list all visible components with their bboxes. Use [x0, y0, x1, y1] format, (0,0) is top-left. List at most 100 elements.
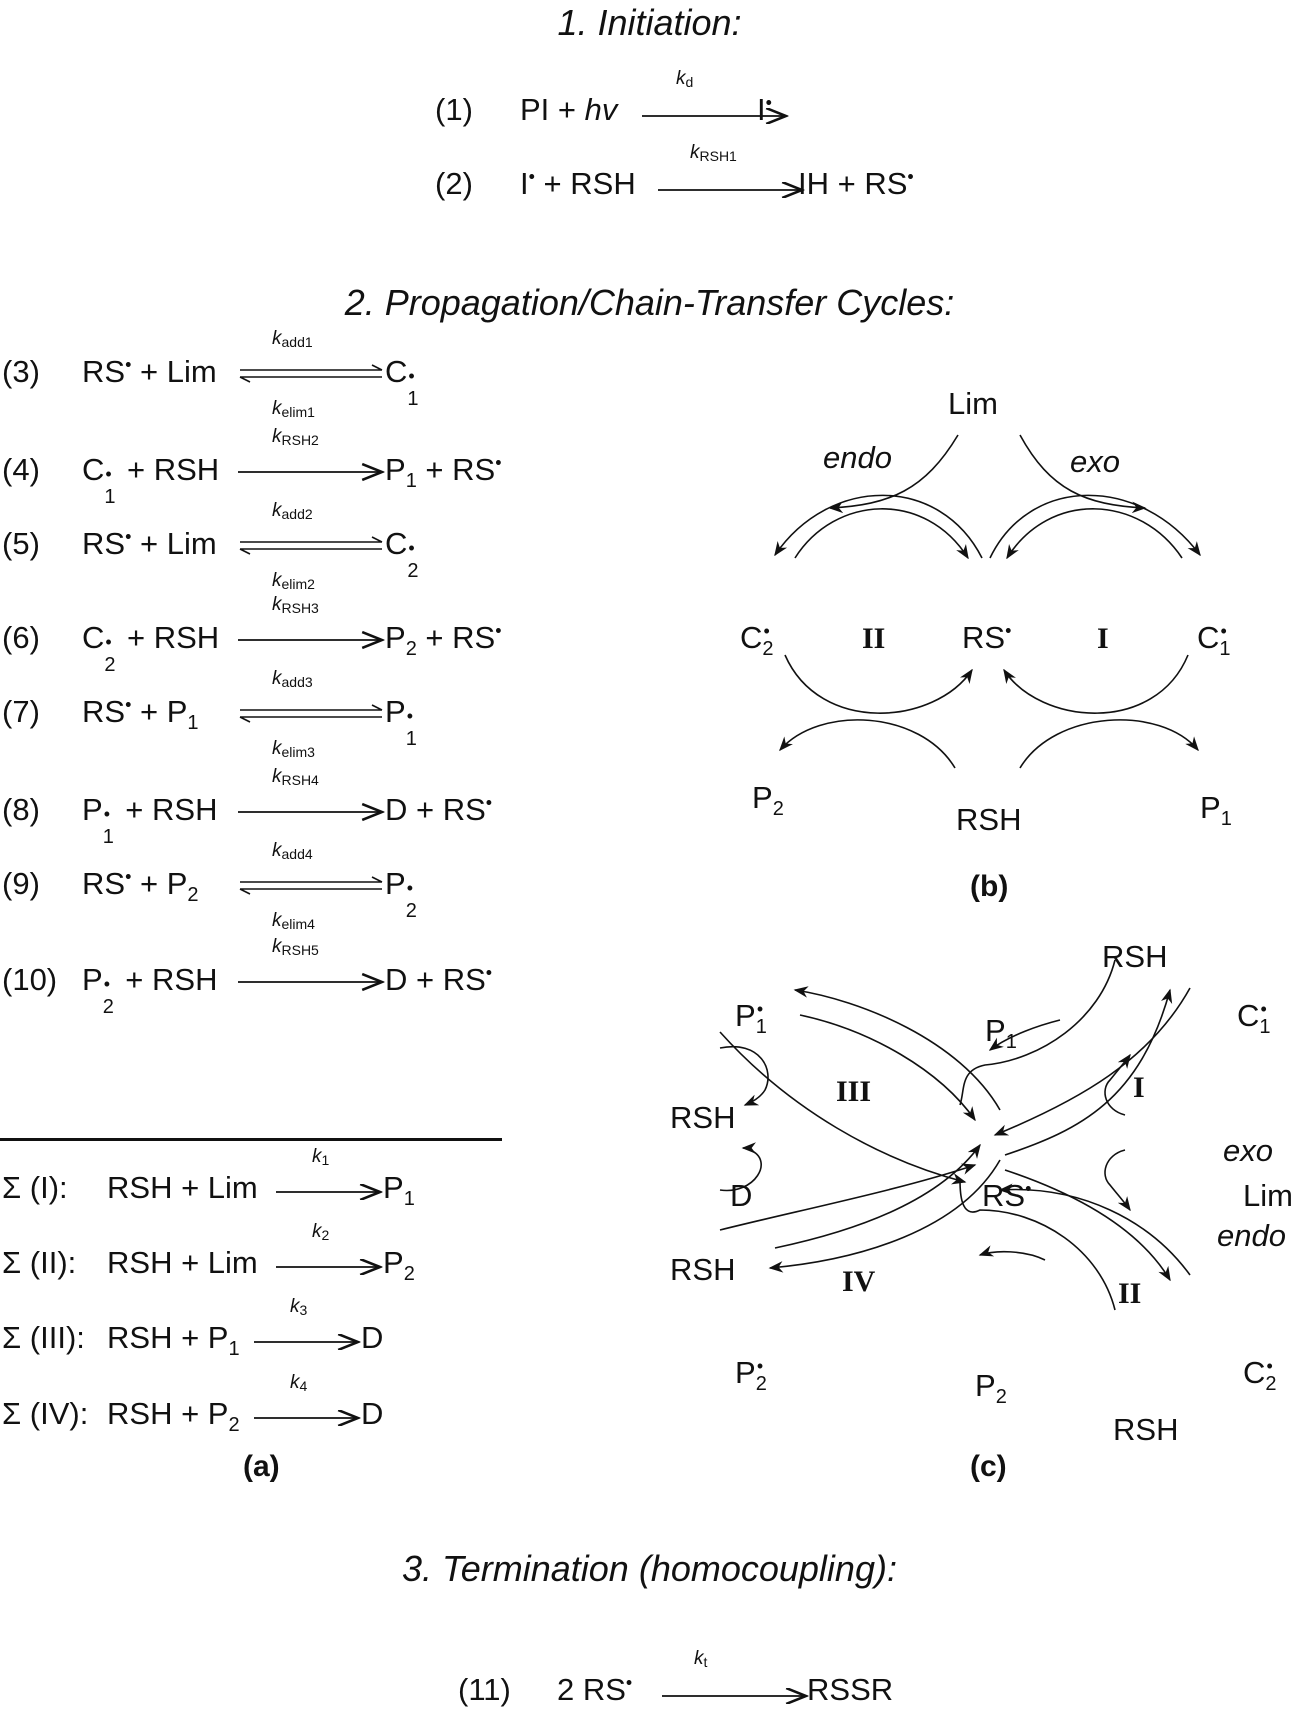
p2-radical-to-rs-arrow — [774, 1143, 981, 1249]
rs-to-p1-radical-arrow — [793, 986, 1001, 1111]
c-cycle-III-label: III — [836, 1075, 872, 1108]
rate-constant-forward: kadd4 — [272, 840, 313, 862]
equilibrium-arrow — [239, 364, 383, 383]
b-p2-product: P2 — [752, 780, 784, 821]
eq-number: (5) — [2, 526, 40, 561]
rsh-to-p1-arrow — [1019, 719, 1199, 769]
c-rs-radical: RS• — [982, 1178, 1032, 1213]
c2-to-rs-arrow — [998, 1183, 1191, 1276]
eq1-reactants: PI + hv — [520, 92, 618, 127]
eq1-number: (1) — [435, 92, 473, 127]
c-rsh-top-label: RSH — [1102, 939, 1168, 974]
c-cycle-II-label: II — [1118, 1277, 1142, 1310]
eq-reactants: RS• + Lim — [82, 354, 217, 389]
net-rate-constant: k3 — [290, 1296, 308, 1318]
p1-radical-to-rs-arrow — [799, 1014, 976, 1122]
c-cycle-IV-label: IV — [842, 1265, 876, 1298]
eq11-product: RSSR — [807, 1672, 894, 1707]
c-p1-product: P1 — [985, 1013, 1017, 1054]
rate-constant-forward: kRSH5 — [272, 936, 319, 958]
b-c2-radical: C2• — [740, 620, 774, 661]
rate-constant-forward: kadd3 — [272, 668, 313, 690]
rs-to-c1-arrow — [1004, 988, 1173, 1156]
rate-constant-forward: kRSH2 — [272, 426, 319, 448]
b-c1-radical: C1• — [1197, 620, 1231, 661]
eq-number: (6) — [2, 620, 40, 655]
net-reaction-label: Σ (IV): — [2, 1396, 89, 1431]
eq-products: D + RS• — [385, 792, 493, 827]
eq-reactants: RS• + Lim — [82, 526, 217, 561]
rs-to-c2-arc — [774, 494, 983, 559]
eq1-rate-constant: kd — [676, 68, 694, 90]
panel-c-cycle-diagram — [719, 959, 1191, 1311]
eq11-rate-constant: kt — [694, 1648, 708, 1670]
panel-b-label: (b) — [970, 870, 1009, 903]
b-rsh-label: RSH — [956, 802, 1022, 837]
net-reaction-reactants: RSH + Lim — [107, 1170, 258, 1205]
rsh-to-d-upper-arrow — [719, 1045, 769, 1106]
eq2-reactants: I• + RSH — [520, 166, 636, 201]
termination-heading: 3. Termination (homocoupling): — [402, 1548, 897, 1589]
eq-number: (7) — [2, 694, 40, 729]
eq-reactants: RS• + P1 — [82, 694, 199, 735]
separator-line — [0, 1138, 502, 1141]
b-p1-product: P1 — [1200, 790, 1232, 831]
eq-reactants: RS• + P2 — [82, 866, 199, 907]
eq1-forward-arrow — [642, 108, 790, 124]
c1-to-rs-arrow — [993, 987, 1191, 1136]
eq-products: P2 + RS• — [385, 620, 502, 661]
rs-to-c1-arc — [989, 494, 1201, 559]
eq11-reactants: 2 RS• — [557, 1672, 633, 1707]
rs-to-p2-radical-arrow — [768, 1159, 1001, 1273]
net-reaction-reactants: RSH + P2 — [107, 1396, 240, 1437]
net-reaction-reactants: RSH + Lim — [107, 1245, 258, 1280]
rsh-to-d-lower-arrow — [719, 1142, 762, 1192]
rsh-to-rs-lower-arrow — [959, 1179, 1116, 1311]
eq2-forward-arrow — [658, 182, 806, 198]
lim-to-endo-arrow — [828, 434, 959, 514]
c-p2-radical: P2• — [735, 1355, 767, 1396]
rate-constant-reverse: kelim2 — [272, 570, 315, 592]
rs-to-c2-arrow — [1004, 1169, 1171, 1282]
eq-number: (10) — [2, 962, 58, 997]
rsh-to-p1-arrow — [988, 1019, 1061, 1051]
eq2-products: IH + RS• — [798, 166, 914, 201]
net-reaction-arrow — [254, 1410, 362, 1426]
c-rsh-lower-left-label: RSH — [670, 1252, 736, 1287]
p1-radical-rsh-to-rs-arrow — [719, 1031, 967, 1185]
net-reaction-arrow — [276, 1259, 384, 1275]
c1-to-rs-arc — [1006, 508, 1183, 560]
lim-exo-arrow — [1104, 1053, 1131, 1116]
c-c2-radical: C2• — [1243, 1355, 1277, 1396]
net-reaction-arrow — [276, 1184, 384, 1200]
rate-constant-forward: kadd2 — [272, 500, 313, 522]
b-exo-label: exo — [1070, 444, 1120, 479]
c-p2-product: P2 — [975, 1368, 1007, 1409]
p2-radical-rsh-to-rs-arrow — [719, 1163, 977, 1231]
net-reaction-label: Σ (III): — [2, 1320, 85, 1355]
equilibrium-arrow — [239, 536, 383, 555]
net-reaction-product: P2 — [383, 1245, 415, 1286]
eq2-rate-constant: kRSH1 — [690, 142, 737, 164]
equilibrium-arrow — [239, 704, 383, 723]
c-exo-label: exo — [1223, 1133, 1273, 1168]
forward-arrow — [238, 972, 386, 992]
eq1-product: I• — [757, 92, 772, 127]
lim-endo-arrow — [1104, 1149, 1131, 1212]
rsh-to-p2-arrow — [978, 1245, 1046, 1261]
rsh-to-p2-arrow — [779, 719, 956, 769]
panel-a-label: (a) — [243, 1450, 280, 1483]
eq11-number: (11) — [458, 1672, 511, 1707]
c-endo-label: endo — [1217, 1218, 1286, 1253]
forward-arrow — [238, 802, 386, 822]
net-reaction-label: Σ (I): — [2, 1170, 68, 1205]
net-rate-constant: k2 — [312, 1221, 330, 1243]
net-reaction-arrow — [254, 1334, 362, 1350]
